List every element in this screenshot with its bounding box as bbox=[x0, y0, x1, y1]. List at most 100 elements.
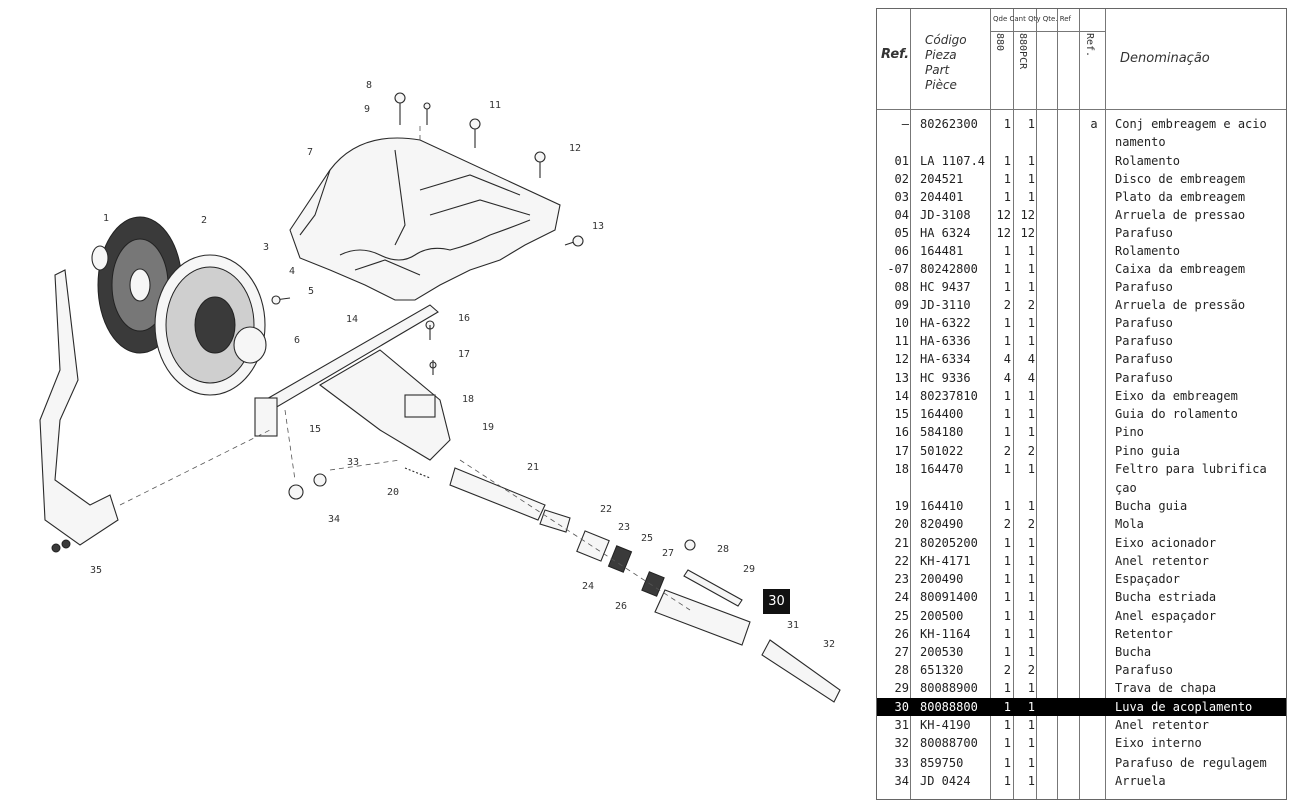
pressure-plate-drawing bbox=[154, 254, 267, 396]
cell-q1: 1 bbox=[1003, 718, 1011, 732]
cell-name: Arruela de pressão bbox=[1115, 298, 1246, 312]
cell-code: 204401 bbox=[920, 190, 964, 204]
cell-ref: 15 bbox=[894, 407, 909, 421]
callout-20: 20 bbox=[387, 487, 399, 498]
cell-ref: 09 bbox=[894, 298, 909, 312]
header-ref: Ref. bbox=[881, 47, 910, 62]
cell-ref: 06 bbox=[894, 244, 909, 258]
cell-code: 204521 bbox=[920, 172, 964, 186]
cell-q1: 4 bbox=[1003, 371, 1011, 385]
cell-q2: 1 bbox=[1027, 316, 1035, 330]
cell-ref: 22 bbox=[894, 554, 909, 568]
cell-name: Feltro para lubrifica bbox=[1115, 462, 1267, 476]
cell-code: 80088900 bbox=[920, 681, 978, 695]
cell-q1: 1 bbox=[1003, 774, 1011, 788]
cell-q2: 1 bbox=[1027, 718, 1035, 732]
cell-q2: 1 bbox=[1027, 590, 1035, 604]
cell-ref: 28 bbox=[894, 663, 909, 677]
callout-21: 21 bbox=[527, 462, 539, 473]
cell-q2: 1 bbox=[1027, 756, 1035, 770]
cell-code: 200490 bbox=[920, 572, 964, 586]
table-row[interactable]: namento bbox=[877, 133, 1286, 151]
cell-code: 80088800 bbox=[920, 700, 978, 714]
cell-q1: 1 bbox=[1003, 172, 1011, 186]
cell-code: 80237810 bbox=[920, 389, 978, 403]
cell-q2: 1 bbox=[1027, 280, 1035, 294]
cell-name: Parafuso bbox=[1115, 226, 1173, 240]
cell-q2: 1 bbox=[1027, 700, 1035, 714]
cell-ref: 24 bbox=[894, 590, 909, 604]
cell-q1: 1 bbox=[1003, 554, 1011, 568]
cell-name: Bucha bbox=[1115, 645, 1152, 659]
callout-9: 9 bbox=[364, 104, 370, 115]
cell-name: Rolamento bbox=[1115, 154, 1181, 168]
cell-q2: 4 bbox=[1027, 371, 1035, 385]
exploded-parts-diagram: 1 2 3 4 5 6 7 8 9 11 12 13 14 15 16 17 1… bbox=[39, 80, 841, 703]
cell-q1: 1 bbox=[1003, 154, 1011, 168]
cell-ref: 08 bbox=[894, 280, 909, 294]
cell-code: 651320 bbox=[920, 663, 964, 677]
callout-22: 22 bbox=[600, 504, 612, 515]
cell-code: 859750 bbox=[920, 756, 964, 770]
cell-q2: 1 bbox=[1027, 681, 1035, 695]
grid-line bbox=[1036, 9, 1037, 799]
cell-code: 820490 bbox=[920, 517, 964, 531]
cell-name: Guia do rolamento bbox=[1115, 407, 1238, 421]
cell-q1: 1 bbox=[1003, 590, 1011, 604]
cell-ref: 17 bbox=[894, 444, 909, 458]
cell-q1: 1 bbox=[1003, 425, 1011, 439]
callout-26: 26 bbox=[615, 601, 627, 612]
cell-name: Anel retentor bbox=[1115, 554, 1209, 568]
cell-ref: 18 bbox=[894, 462, 909, 476]
grid-line bbox=[910, 9, 911, 799]
cell-ref: 04 bbox=[894, 208, 909, 222]
cell-q1: 1 bbox=[1003, 681, 1011, 695]
callout-4: 4 bbox=[289, 266, 295, 277]
cell-code: HC 9336 bbox=[920, 371, 971, 385]
cell-ref: 30 bbox=[894, 700, 909, 714]
cell-name: Espaçador bbox=[1115, 572, 1181, 586]
cell-code: 80242800 bbox=[920, 262, 978, 276]
cell-code: 584180 bbox=[920, 425, 964, 439]
table-row[interactable]: çao bbox=[877, 479, 1286, 497]
release-shaft-drawing bbox=[254, 304, 451, 461]
cell-code: HA-6322 bbox=[920, 316, 971, 330]
cell-q2: 1 bbox=[1027, 425, 1035, 439]
cell-q2: 4 bbox=[1027, 352, 1035, 366]
